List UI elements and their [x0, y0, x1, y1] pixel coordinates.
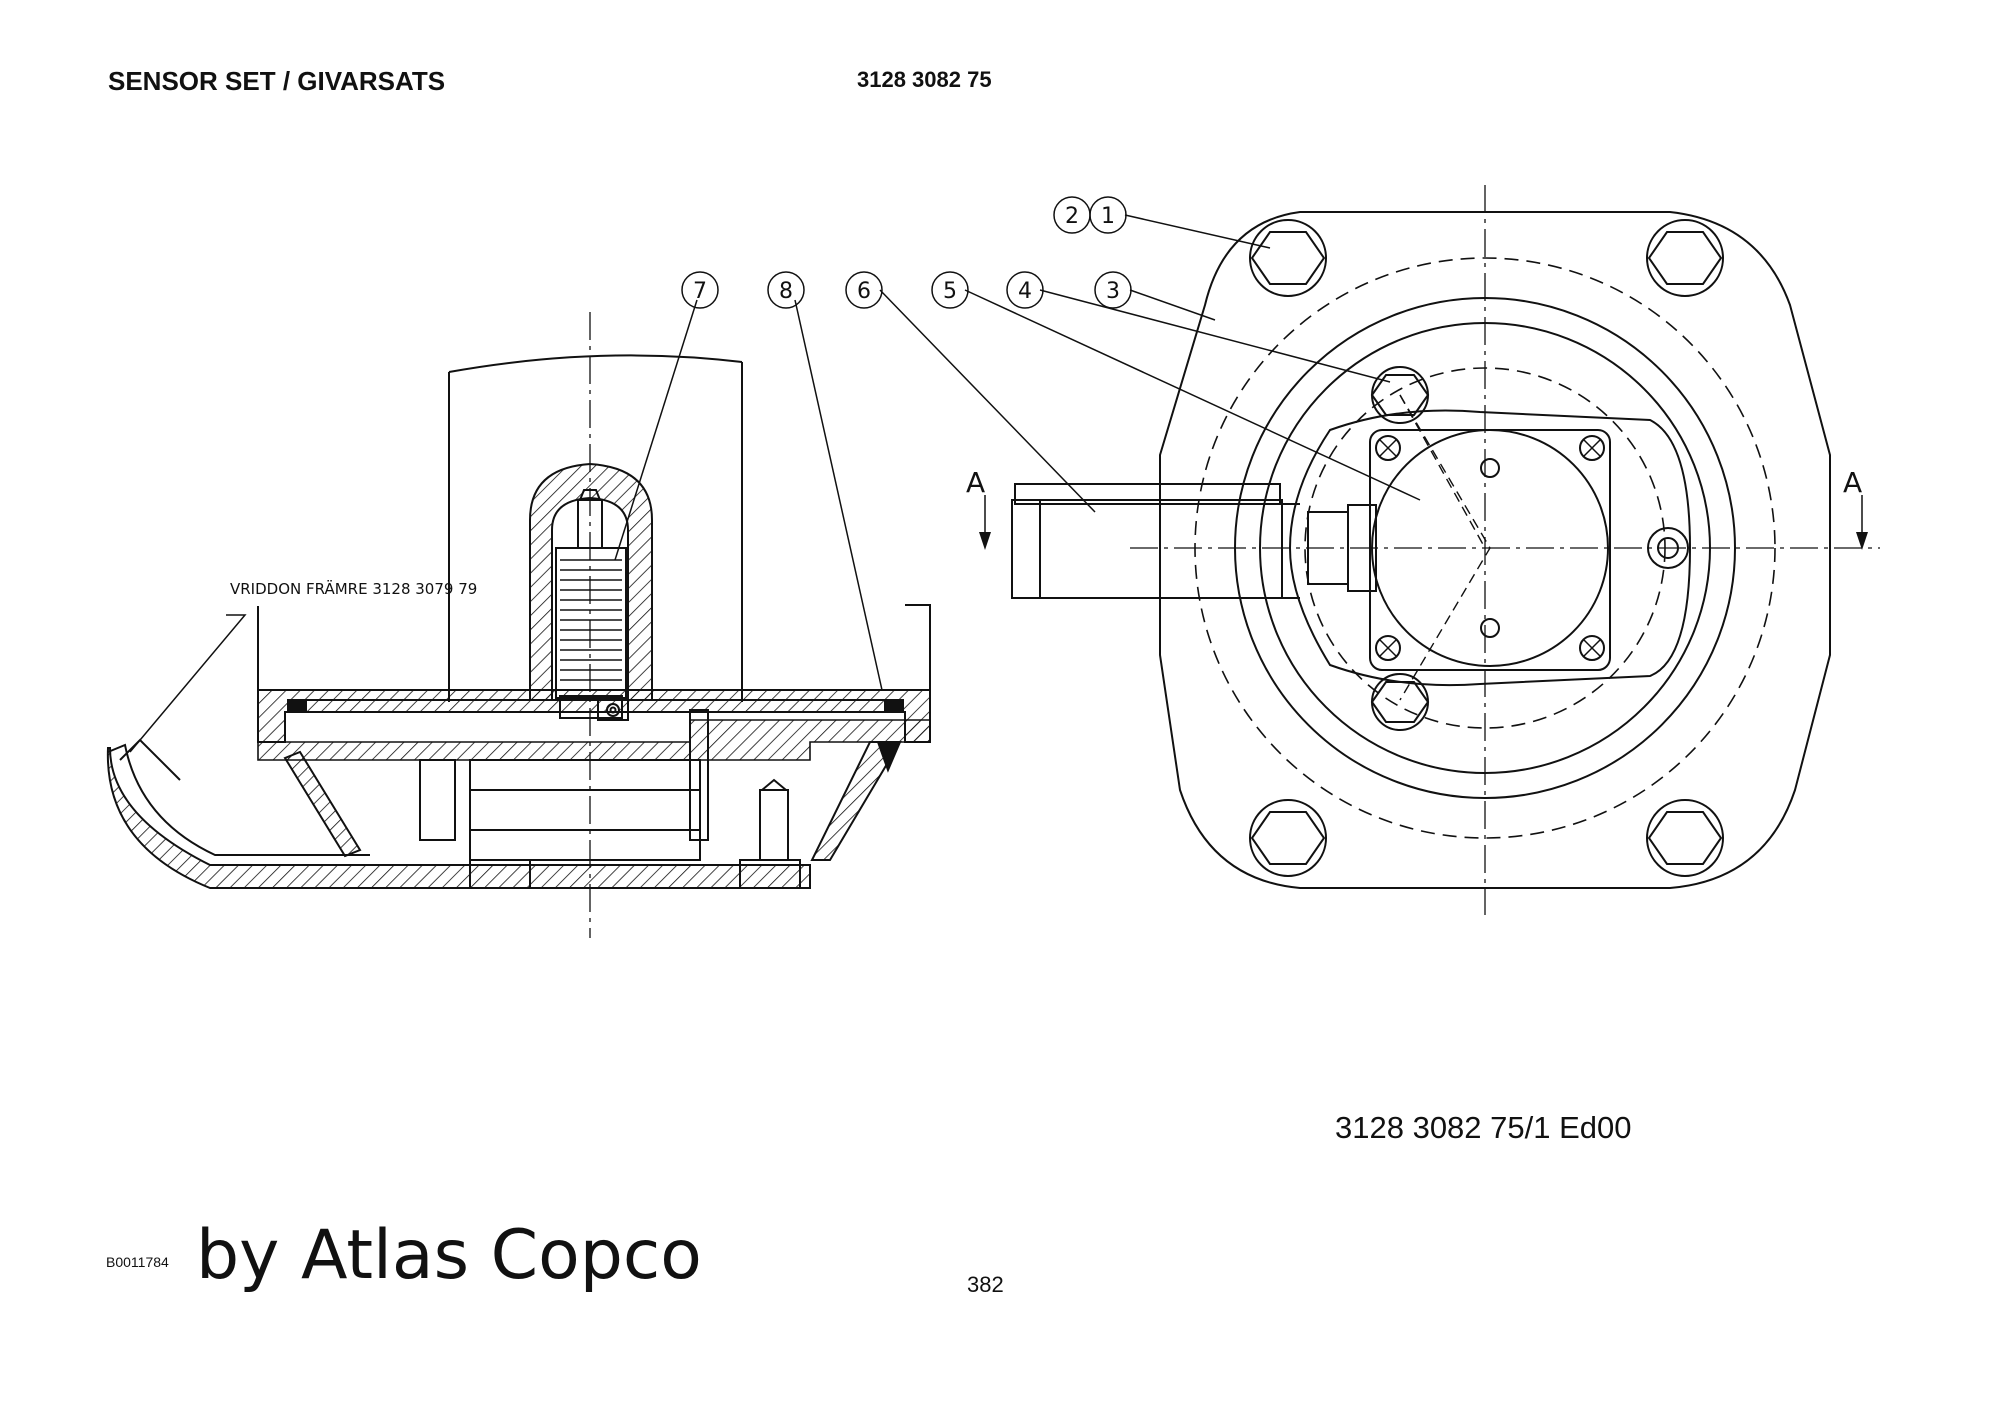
callout-label-4: 4	[1018, 279, 1032, 304]
section-marker-left: A	[966, 466, 985, 499]
callout-8	[767, 271, 805, 309]
callout-3	[1094, 271, 1132, 309]
callout-1	[1089, 196, 1127, 234]
callout-label-5: 5	[943, 279, 957, 304]
page-title: SENSOR SET / GIVARSATS	[108, 66, 446, 96]
vriddon-note: VRIDDON FRÄMRE 3128 3079 79	[230, 579, 477, 598]
callout-label-1: 1	[1101, 204, 1115, 229]
section-marker-right: A	[1843, 466, 1862, 499]
callout-5	[931, 271, 969, 309]
callout-6	[845, 271, 883, 309]
part-number: 3128 3082 75	[857, 67, 992, 92]
callouts	[614, 196, 1421, 691]
section-view: VRIDDON FRÄMRE 3128 3079 79	[106, 312, 931, 938]
image-id: B0011784	[106, 1254, 169, 1270]
callout-label-3: 3	[1106, 279, 1120, 304]
callout-label-6: 6	[857, 279, 871, 304]
callout-label-2: 2	[1065, 204, 1079, 229]
drawing-reference: 3128 3082 75/1 Ed00	[1335, 1110, 1632, 1145]
page-number: 382	[967, 1272, 1004, 1297]
callout-7	[681, 271, 719, 309]
brand-text: by Atlas Copco	[196, 1216, 702, 1295]
callout-label-7: 7	[693, 279, 707, 304]
callout-label-8: 8	[779, 279, 793, 304]
callout-4	[1006, 271, 1044, 309]
plan-view	[979, 185, 1880, 915]
